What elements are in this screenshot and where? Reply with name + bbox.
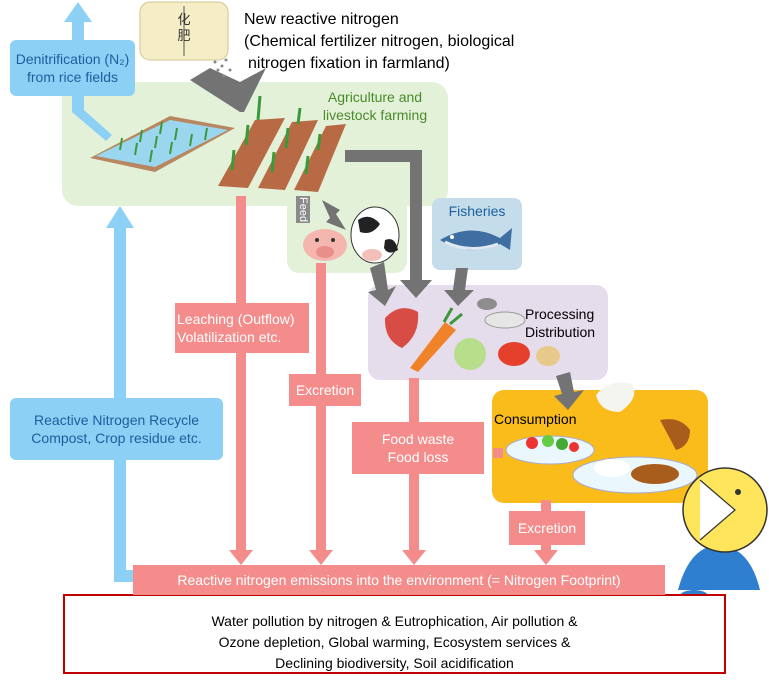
- impacts-line-3: Declining biodiversity, Soil acidificati…: [275, 655, 514, 671]
- food-waste-line-1: Food waste: [381, 431, 455, 447]
- new-nitrogen-title: New reactive nitrogen (Chemical fertiliz…: [244, 9, 514, 75]
- consumption-excretion-box: Excretion: [509, 511, 585, 545]
- title-line: New reactive nitrogen: [244, 11, 399, 28]
- title-sub-line-2: nitrogen fixation in farmland): [248, 55, 450, 72]
- fisheries-label: Fisheries: [448, 203, 506, 219]
- crop-field-icon: [218, 95, 346, 192]
- fertilizer-arrow: [190, 68, 266, 112]
- denitrification-box: Denitrification (N₂) from rice fields: [10, 40, 135, 96]
- gray-arrows: [190, 68, 584, 410]
- food-waste-box: Food waste Food loss: [352, 422, 484, 474]
- agriculture-label-line-2: livestock farming: [322, 107, 428, 123]
- processing-label: Processing Distribution: [525, 305, 595, 341]
- denitrification-line-1: Denitrification (N₂): [15, 51, 130, 67]
- emissions-label: Reactive nitrogen emissions into the env…: [177, 572, 621, 588]
- denitrification-line-2: from rice fields: [26, 69, 119, 85]
- feed-arrow: [322, 200, 346, 230]
- rice-field-icon: [90, 116, 235, 172]
- character-icon: [678, 467, 768, 602]
- consumption-label: Consumption: [494, 411, 577, 427]
- food-items-icon: [384, 298, 560, 372]
- recycle-arrow-up: [106, 206, 134, 580]
- leaching-line-1: Leaching (Outflow): [177, 311, 295, 327]
- meal-icon: [505, 382, 698, 494]
- fertilizer-granules-icon: [213, 58, 232, 78]
- recycle-box: Reactive Nitrogen Recycle Compost, Crop …: [10, 398, 223, 460]
- recycle-line-1: Reactive Nitrogen Recycle: [34, 412, 199, 428]
- cow-icon: [350, 206, 400, 264]
- field-to-processing-arrow: [345, 150, 432, 298]
- impacts-text: Water pollution by nitrogen & Eutrophica…: [64, 611, 725, 674]
- recycle-line-2: Compost, Crop residue etc.: [31, 430, 202, 446]
- processing-to-consumption-arrow: [554, 372, 584, 410]
- fertilizer-bag-label: 化肥: [177, 12, 191, 43]
- feed-label: Feed: [296, 196, 310, 224]
- title-sub-line-1: (Chemical fertilizer nitrogen, biologica…: [244, 33, 515, 50]
- fertilizer-bag-icon: [139, 1, 229, 61]
- denitrification-arrow: [64, 2, 112, 141]
- livestock-excretion-box: Excretion: [289, 374, 361, 406]
- impacts-box: [63, 594, 726, 674]
- impacts-line-2: Ozone depletion, Global warming, Ecosyst…: [218, 634, 571, 650]
- leaching-line-2: Volatilization etc.: [177, 329, 282, 345]
- impacts-line-1: Water pollution by nitrogen & Eutrophica…: [211, 613, 578, 629]
- food-waste-line-2: Food loss: [387, 449, 449, 465]
- processing-label-line-1: Processing: [525, 306, 595, 322]
- agriculture-label: Agriculture and livestock farming: [305, 88, 445, 124]
- fish-to-processing-arrow: [444, 268, 474, 306]
- leaching-box: Leaching (Outflow) Volatilization etc.: [175, 303, 309, 353]
- agriculture-label-line-1: Agriculture and: [327, 89, 423, 105]
- fish-icon: [440, 228, 512, 251]
- processing-label-line-2: Distribution: [525, 324, 596, 340]
- pig-icon: [303, 229, 347, 261]
- livestock-to-processing-arrow: [368, 262, 396, 306]
